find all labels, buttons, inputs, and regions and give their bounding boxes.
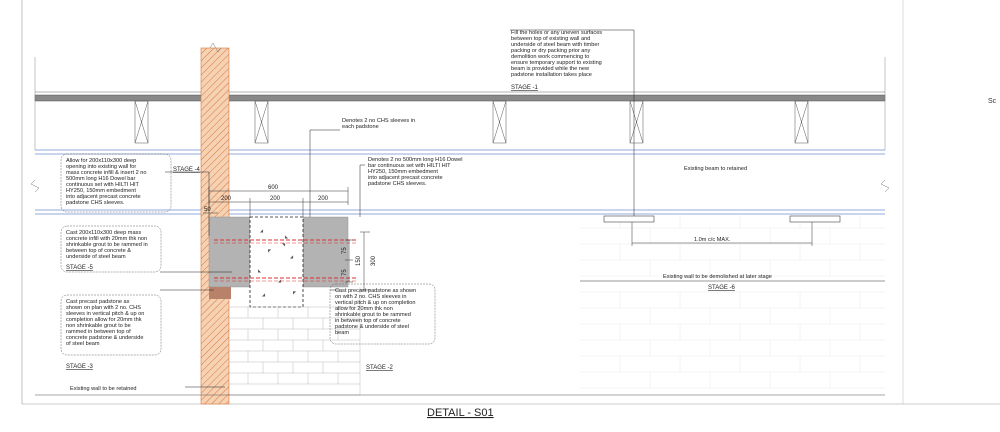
note-demolish-wall: Existing wall to be demolished at later … xyxy=(663,274,772,280)
dim-75-lower: 75 xyxy=(342,269,348,276)
dim-600: 600 xyxy=(268,185,279,191)
note-precast-right: Cast precast padstone as shown on with 2… xyxy=(335,288,418,336)
dim-300: 300 xyxy=(371,255,377,266)
note-precast-left: Cast precast padstone as shown on plan w… xyxy=(66,299,146,347)
dim-50: 50 xyxy=(204,207,211,213)
note-retain-wall: Existing wall to be retained xyxy=(70,386,137,392)
dim-200-mid: 200 xyxy=(270,196,281,202)
note-dowel-bar: Denotes 2 no 500mm long H16 Dowel bar co… xyxy=(368,157,464,187)
svg-text:◤: ◤ xyxy=(268,248,272,253)
upper-floor xyxy=(34,57,886,150)
note-bubbles xyxy=(60,153,436,356)
svg-text:◢: ◢ xyxy=(262,292,266,297)
concrete-infill: ◢ ◣ ◤ ◢ ◣ ◢ ◤ ◢ ◥ xyxy=(249,216,304,308)
svg-text:◢: ◢ xyxy=(260,228,264,233)
svg-text:◤: ◤ xyxy=(293,290,297,295)
dim-200-left: 200 xyxy=(221,196,232,202)
stage-5-label: STAGE -5 xyxy=(66,265,94,271)
note-fill-holes: Fill the holes or any uneven surfaces be… xyxy=(511,30,604,78)
note-opening: Allow for 200x110x300 deep opening into … xyxy=(66,158,148,206)
padstones xyxy=(208,216,349,299)
stage-2-label: STAGE -2 xyxy=(366,365,394,371)
svg-text:◣: ◣ xyxy=(258,268,262,273)
stage-1-label: STAGE -1 xyxy=(511,85,539,91)
dim-75-upper: 75 xyxy=(342,247,348,254)
stage-6-label: STAGE -6 xyxy=(708,285,736,291)
existing-steel-beam xyxy=(30,149,890,215)
svg-text:◥: ◥ xyxy=(282,242,286,247)
note-cast-mass-concrete: Cast 200x110x300 deep mass concrete infi… xyxy=(66,230,149,260)
dim-200-right: 200 xyxy=(318,196,329,202)
leader-lines xyxy=(160,29,635,388)
note-existing-beam: Existing beam to retained xyxy=(684,166,747,172)
stage-4-label: STAGE -4 xyxy=(173,167,201,173)
timber-packings xyxy=(603,215,841,223)
note-spacing: 1.0m c/c MAX. xyxy=(694,237,731,243)
note-chs-sleeves: Denotes 2 no CHS sleeves in each padston… xyxy=(342,118,417,130)
dim-150: 150 xyxy=(356,255,362,266)
detail-title: DETAIL - S01 xyxy=(427,407,494,419)
svg-text:◢: ◢ xyxy=(290,254,294,259)
stage-3-label: STAGE -3 xyxy=(66,364,94,370)
dimension-lines xyxy=(203,187,885,291)
brick-wall-to-demolish xyxy=(580,214,885,389)
svg-text:◣: ◣ xyxy=(285,234,289,239)
svg-text:◢: ◢ xyxy=(278,278,282,283)
side-label: Sc xyxy=(988,98,997,105)
